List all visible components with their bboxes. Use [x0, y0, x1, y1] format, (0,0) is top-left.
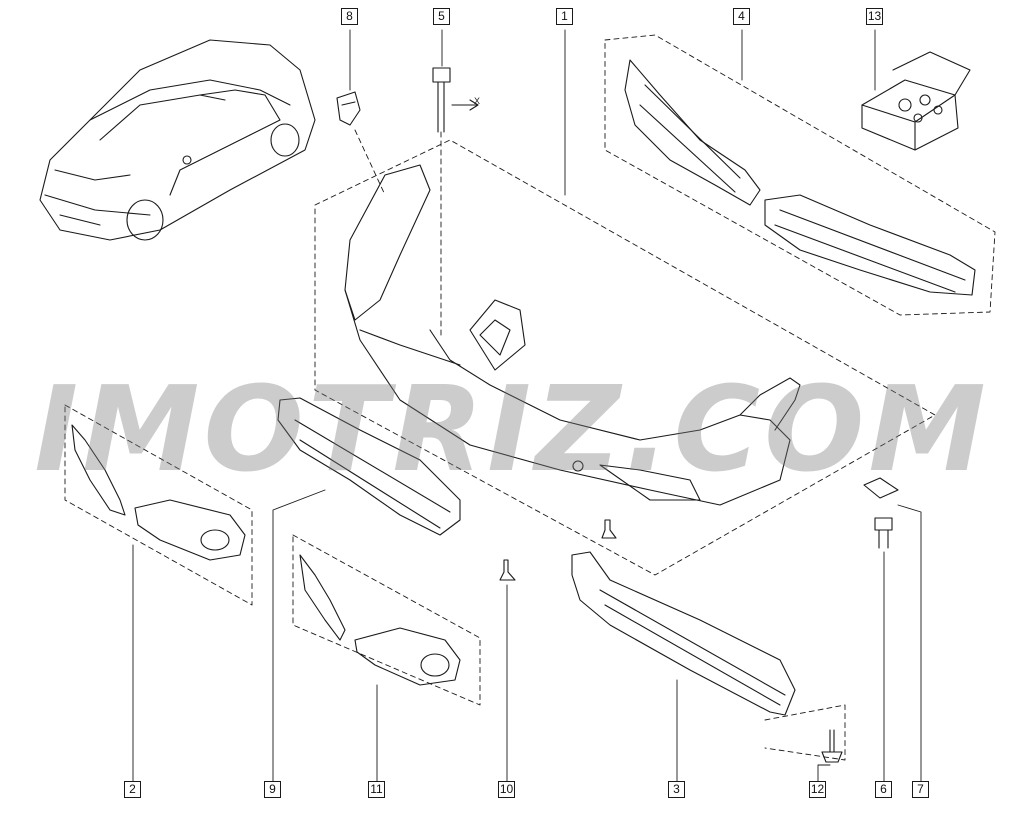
callout-13[interactable]: 13: [866, 8, 883, 25]
push-clip: [499, 519, 617, 581]
callout-4[interactable]: 4: [733, 8, 750, 25]
callout-9[interactable]: 9: [264, 781, 281, 798]
lower-support-beam: [571, 551, 796, 716]
energy-absorbers: [624, 59, 976, 296]
car-illustration: [39, 39, 316, 241]
grouping-frames: [64, 34, 996, 761]
callout-6[interactable]: 6: [875, 781, 892, 798]
fixing-kit-box: [861, 51, 971, 151]
bolt-part: [432, 67, 479, 133]
front-bumper-cover: [344, 164, 801, 506]
cage-nut-and-screw: [863, 477, 899, 549]
dimension-x-label: X: [474, 96, 481, 106]
clip-nut-part: [336, 91, 361, 126]
callout-3[interactable]: 3: [668, 781, 685, 798]
callout-8[interactable]: 8: [341, 8, 358, 25]
rivet-part: [821, 729, 843, 763]
callout-10[interactable]: 10: [498, 781, 515, 798]
callout-12[interactable]: 12: [809, 781, 826, 798]
callout-1[interactable]: 1: [556, 8, 573, 25]
callout-7[interactable]: 7: [912, 781, 929, 798]
callout-11[interactable]: 11: [368, 781, 385, 798]
fog-light-surround-right: [299, 554, 461, 686]
leader-lines: [132, 29, 922, 782]
callout-2[interactable]: 2: [124, 781, 141, 798]
fog-light-surround-left: [71, 424, 246, 561]
callout-5[interactable]: 5: [433, 8, 450, 25]
lower-grille: [277, 397, 461, 536]
